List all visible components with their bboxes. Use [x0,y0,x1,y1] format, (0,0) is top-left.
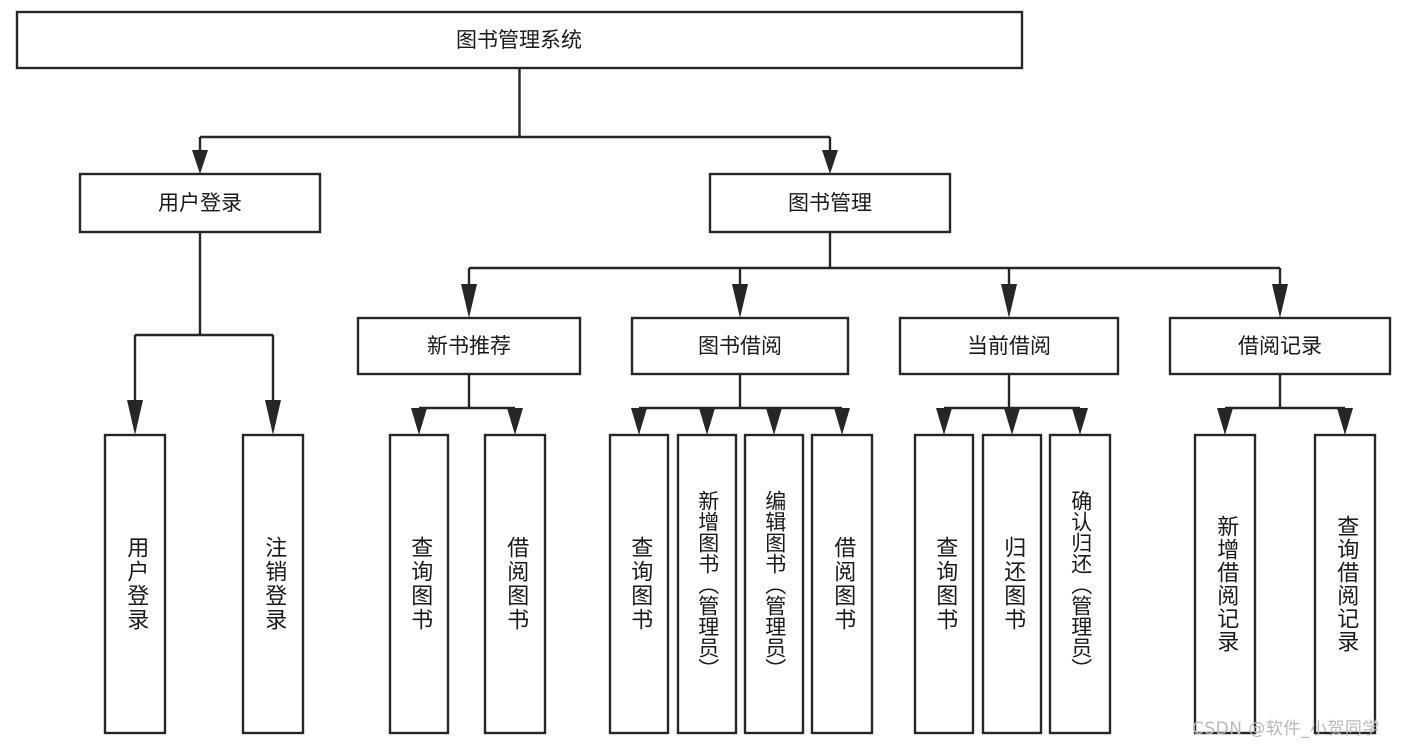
node-new-book-recommendation-label: 新书推荐 [427,334,511,358]
leaf-rect-edit-book-admin [743,433,805,735]
arrow-root-to-user-login [192,150,208,174]
node-borrow-records-label: 借阅记录 [1238,334,1322,358]
arrow-book-mgmt-to-new-books [461,284,477,318]
node-user-login[interactable]: 用户登录 [78,172,322,234]
arrow-book-mgmt-to-records [1272,284,1288,318]
leaf-rect-user-login [103,433,167,735]
node-borrow-records[interactable]: 借阅记录 [1168,316,1392,376]
leaf-rect-add-record [1193,433,1257,735]
arrow-borrow-leaf-2 [699,408,715,435]
arrow-current-leaf-2 [1004,408,1020,435]
leaf-rect-borrow-books-new [483,433,547,735]
arrow-borrow-leaf-3 [766,408,782,435]
node-book-borrowing[interactable]: 图书借阅 [630,316,850,376]
node-root-label: 图书管理系统 [456,28,582,52]
arrow-new-books-leaf-1 [411,408,427,435]
arrow-records-leaf-2 [1337,408,1353,435]
leaf-rect-return-books [981,433,1043,735]
arrow-user-login-leaf-1 [127,400,143,435]
leaf-rect-query-books-c [913,433,975,735]
node-book-borrowing-label: 图书借阅 [698,334,782,358]
leaf-rect-query-record [1313,433,1377,735]
leaf-rect-query-books-new [388,433,450,735]
node-book-management[interactable]: 图书管理 [708,172,952,234]
arrow-book-mgmt-to-current [1001,284,1017,318]
node-user-login-label: 用户登录 [158,191,242,215]
leaf-rect-query-books-b [608,433,670,735]
arrow-user-login-leaf-2 [265,400,281,435]
node-book-management-label: 图书管理 [788,191,872,215]
leaf-rect-confirm-return [1048,433,1112,735]
arrow-new-books-leaf-2 [507,408,523,435]
leaf-rect-add-book-admin [676,433,738,735]
arrow-current-leaf-3 [1072,408,1088,435]
arrow-borrow-leaf-1 [631,408,647,435]
arrow-borrow-leaf-4 [834,408,850,435]
leaf-rect-logout [241,433,305,735]
arrow-records-leaf-1 [1217,408,1233,435]
watermark-text: CSDN @软件_小贺同学 [1192,719,1380,739]
arrow-book-mgmt-to-borrow [732,284,748,318]
arrow-current-leaf-1 [936,408,952,435]
node-layer: 图书管理系统 用户登录 图书管理 新书推荐 图书借阅 当前借阅 借阅记录 [15,10,1392,735]
arrow-root-to-book-mgmt [822,150,838,174]
node-root[interactable]: 图书管理系统 [15,10,1024,70]
node-current-borrowing-label: 当前借阅 [967,334,1051,358]
connector-layer [127,68,1353,435]
node-current-borrowing[interactable]: 当前借阅 [898,316,1120,376]
leaf-rect-borrow-books-b [810,433,874,735]
node-new-book-recommendation[interactable]: 新书推荐 [356,316,582,376]
